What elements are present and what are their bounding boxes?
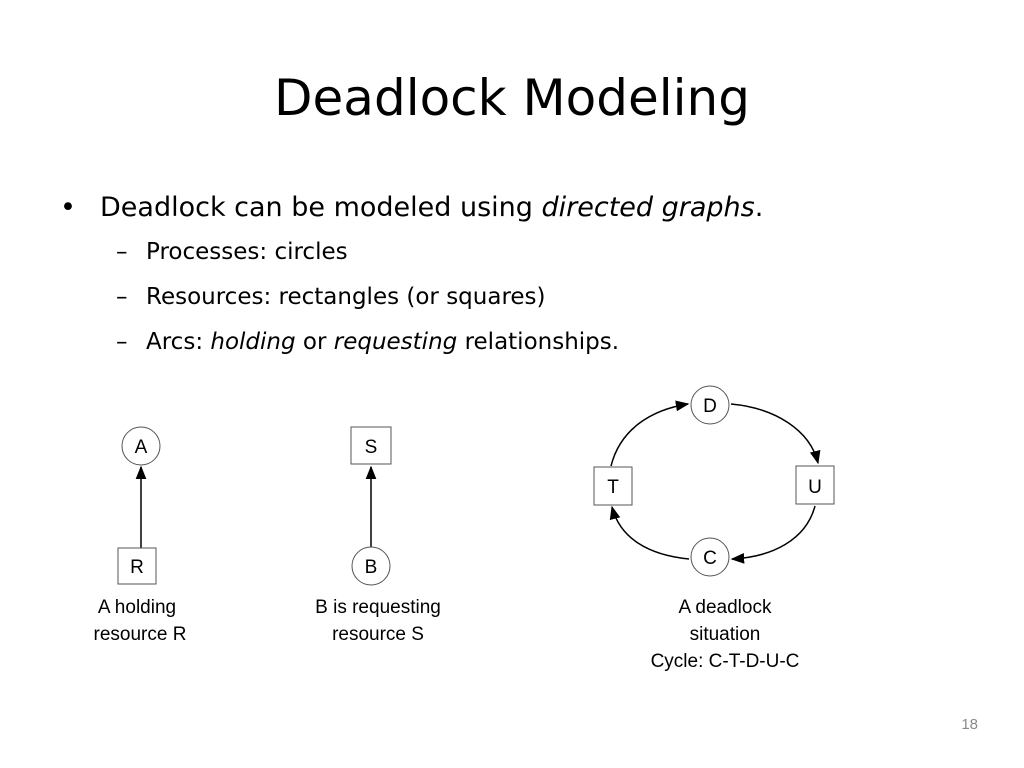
resource-node-s: [350, 426, 392, 465]
resource-label-t: T: [607, 477, 619, 498]
caption-holding-line1: A holding: [98, 597, 176, 618]
sub-bullet-processes: –Processes: circles: [58, 230, 978, 275]
caption-requesting-line1: B is requesting: [315, 597, 441, 618]
slide-number: 18: [961, 716, 978, 733]
bullet-marker: •: [60, 192, 76, 223]
sub-bullet-text: Resources: rectangles (or squares): [146, 284, 546, 310]
arc-t-to-d: [610, 400, 690, 467]
diagram-requesting: S B B is requesting resource S: [315, 426, 441, 645]
bullet-main-text: Deadlock can be modeled using: [100, 192, 542, 223]
bullet-main-emphasis: directed graphs: [541, 192, 755, 223]
bullet-main-end: .: [754, 192, 764, 223]
process-label-c: C: [703, 548, 717, 569]
resource-label-r: R: [130, 557, 144, 578]
sub-bullet-text: Processes: circles: [146, 239, 348, 265]
arc-d-to-u: [730, 403, 821, 465]
diagram-holding: A R A holding resource R: [94, 426, 187, 645]
sub-bullet-arcs-start: Arcs:: [146, 329, 211, 355]
sub-bullet-marker: –: [116, 329, 128, 355]
bullet-list: • Deadlock can be modeled using directed …: [58, 186, 978, 365]
caption-deadlock-line2: situation: [690, 624, 761, 645]
arc-c-to-t: [609, 505, 690, 560]
process-label-d: D: [703, 396, 717, 417]
process-label-b: B: [365, 557, 378, 578]
caption-holding-line2: resource R: [94, 624, 187, 645]
sub-bullet-arcs: –Arcs: holding or requesting relationshi…: [58, 320, 978, 365]
resource-label-s: S: [365, 437, 378, 458]
caption-deadlock-line3: Cycle: C-T-D-U-C: [651, 651, 800, 672]
resource-node-r: [117, 547, 157, 585]
arc-u-to-c: [730, 505, 816, 564]
process-node-c: [690, 537, 730, 577]
process-node-d: [690, 385, 730, 425]
sub-bullet-arcs-end: relationships.: [457, 329, 620, 355]
process-node-a: [121, 426, 161, 466]
resource-node-t: [593, 466, 633, 506]
process-node-b: [351, 546, 391, 586]
sub-bullet-resources: –Resources: rectangles (or squares): [58, 275, 978, 320]
sub-bullet-holding: holding: [210, 329, 296, 355]
resource-label-u: U: [808, 477, 822, 498]
caption-requesting-line2: resource S: [332, 624, 424, 645]
bullet-main: • Deadlock can be modeled using directed …: [58, 186, 978, 230]
sub-bullet-requesting: requesting: [333, 329, 458, 355]
sub-bullet-marker: –: [116, 239, 128, 265]
process-label-a: A: [135, 437, 148, 458]
sub-bullet-or: or: [295, 329, 334, 355]
caption-deadlock-line1: A deadlock: [679, 597, 772, 618]
sub-bullet-marker: –: [116, 284, 128, 310]
slide-title: Deadlock Modeling: [274, 69, 750, 127]
resource-node-u: [795, 465, 835, 505]
diagram-deadlock: D T U C A deadlock situation Cycle: C-T-…: [593, 385, 835, 672]
